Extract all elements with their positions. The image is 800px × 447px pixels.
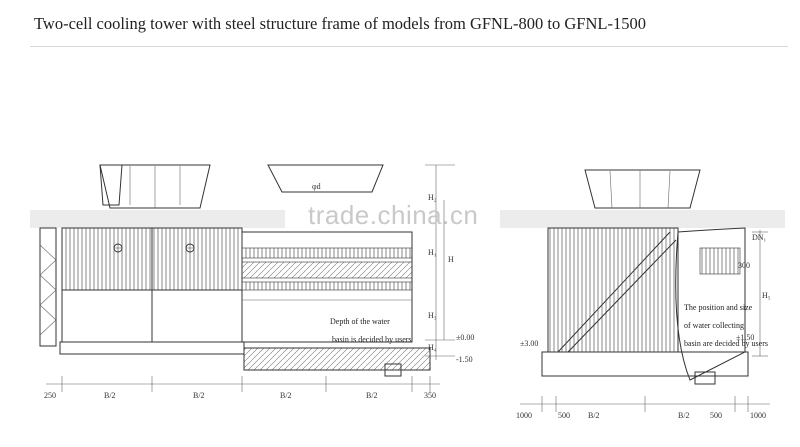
- side-level-150: ±1.50: [736, 333, 754, 342]
- fan-stack-left: [99, 164, 123, 206]
- side-dim-500-right: 500: [710, 411, 722, 420]
- bottom-dim-350: 350: [424, 391, 436, 400]
- bottom-dim-250: 250: [44, 391, 56, 400]
- side-dn-label: DN₁: [752, 233, 767, 242]
- side-section-curve: [675, 227, 746, 381]
- height-label-H: H: [448, 255, 454, 264]
- side-300-label: 300: [738, 261, 750, 270]
- bottom-dim-b2-1: B/2: [104, 391, 116, 400]
- bottom-dim-b2-3: B/2: [280, 391, 292, 400]
- side-height-label: H₅: [762, 291, 771, 300]
- height-label-H1: H₁: [428, 248, 437, 257]
- height-label-H4: H₄: [428, 343, 437, 352]
- front-view: [30, 164, 785, 392]
- side-note-line-3: basin are decided by users: [684, 339, 768, 348]
- level-label-zero: ±0.00: [456, 333, 474, 342]
- side-basin: [541, 351, 749, 377]
- side-view: [520, 169, 770, 412]
- side-dim-500-left: 500: [558, 411, 570, 420]
- watermark: trade.china.cn: [308, 200, 479, 230]
- page-title: Two-cell cooling tower with steel struct…: [34, 14, 646, 33]
- basin-note-line-2: basin is decided by users: [332, 335, 412, 344]
- fan-stack-side: [584, 169, 701, 209]
- side-dim-b2-right: B/2: [678, 411, 690, 420]
- side-dim-b2-left: B/2: [588, 411, 600, 420]
- bottom-dim-b2-4: B/2: [366, 391, 378, 400]
- ladder-left: [39, 227, 57, 347]
- diameter-label: φd: [312, 182, 321, 191]
- basin-note-line-1: Depth of the water: [330, 317, 390, 326]
- water-basin-right: [243, 347, 431, 371]
- side-louver: [547, 227, 679, 353]
- height-label-H3: H₃: [428, 311, 437, 320]
- side-level-300: ±3.00: [520, 339, 538, 348]
- fan-stack-right: [267, 164, 384, 193]
- bottom-dim-b2-2: B/2: [193, 391, 205, 400]
- side-dim-1000-right: 1000: [750, 411, 766, 420]
- fan-stack-left-wide: [99, 164, 211, 209]
- level-label-minus: -1.50: [456, 355, 473, 364]
- water-basin-left: [59, 341, 245, 355]
- height-label-H2: H₂: [428, 193, 437, 202]
- side-note-line-1: The position and size: [684, 303, 753, 312]
- side-dim-1000-left: 1000: [516, 411, 532, 420]
- side-note-line-2: of water collecting: [684, 321, 744, 330]
- title-divider: [30, 46, 788, 47]
